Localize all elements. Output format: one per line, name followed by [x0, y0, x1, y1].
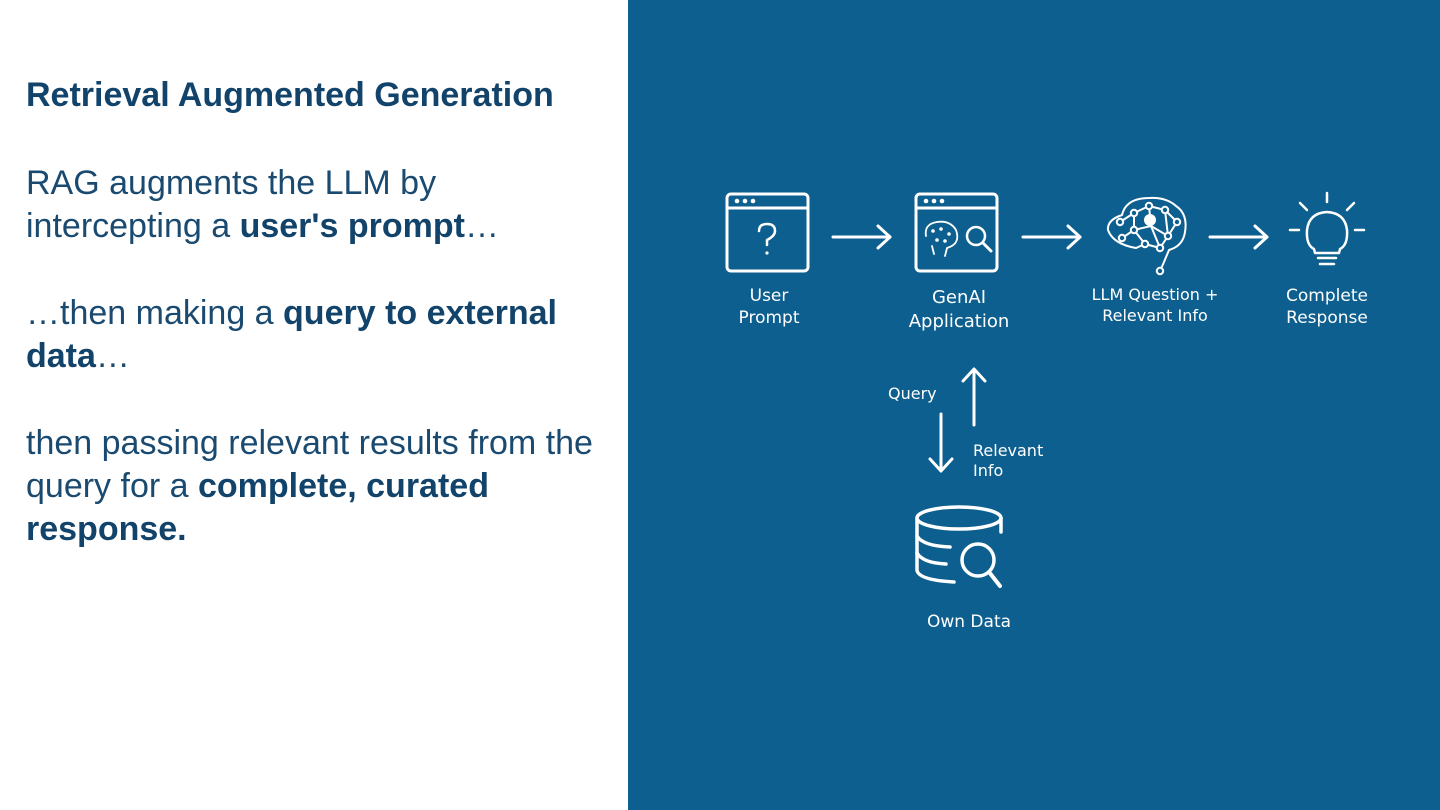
paragraph-query: …then making a query to external data…	[26, 294, 558, 375]
left-text-panel: Retrieval Augmented Generation RAG augme…	[0, 0, 628, 810]
neural-brain-icon	[1106, 196, 1187, 276]
user-prompt-label: User Prompt	[738, 286, 800, 328]
browser-question-icon	[725, 192, 810, 273]
paragraph-response: then passing relevant results from the q…	[26, 424, 593, 548]
arrow-right-icon	[1021, 224, 1082, 250]
complete-response-label: Complete Response	[1286, 286, 1368, 328]
arrow-up-icon	[961, 367, 987, 427]
query-label: Query	[888, 384, 937, 403]
emphasis-user-prompt: user's prompt	[239, 207, 465, 245]
page-title: Retrieval Augmented Generation	[26, 76, 554, 114]
arrow-down-icon	[928, 412, 954, 473]
arrow-right-icon	[1208, 224, 1269, 250]
genai-application-label: GenAI Application	[908, 287, 1010, 332]
diagram-panel: User Prompt GenAI Application LLM Questi…	[628, 0, 1440, 810]
emphasis-query: query to external data	[26, 294, 558, 375]
lightbulb-icon	[1288, 191, 1366, 266]
own-data-label: Own Data	[926, 612, 1012, 632]
database-search-icon	[915, 505, 1003, 588]
arrow-right-icon	[831, 224, 892, 250]
browser-brain-search-icon	[914, 192, 999, 273]
emphasis-response: complete, curated response.	[26, 467, 489, 548]
paragraph-user-prompt: RAG augments the LLM by intercepting a u…	[26, 164, 499, 245]
relevant-info-label: Relevant Info	[973, 441, 1044, 480]
llm-question-label: LLM Question + Relevant Info	[1091, 285, 1219, 325]
rag-flow-diagram	[725, 191, 1366, 588]
